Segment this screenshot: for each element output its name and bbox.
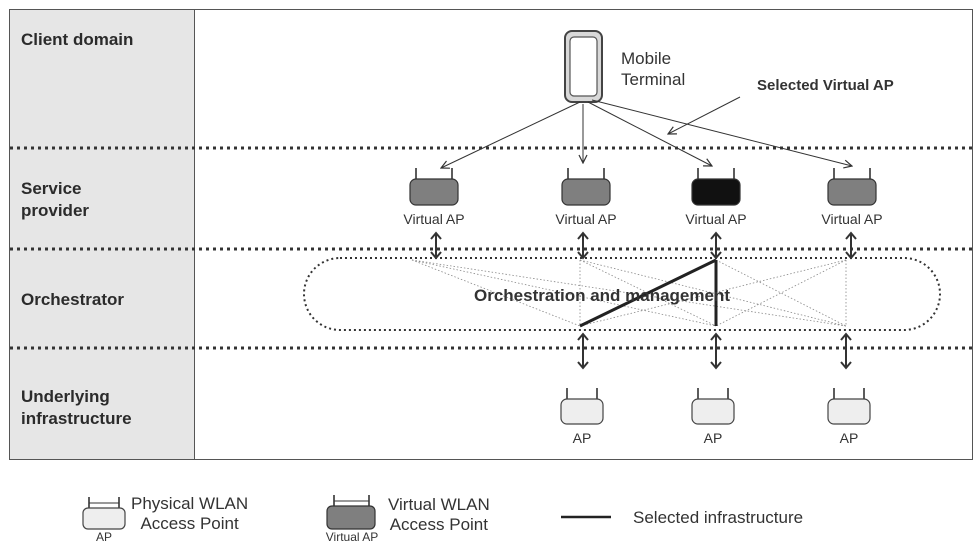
legend-selected-text: Selected infrastructure: [633, 508, 804, 527]
physical-ap-2: [691, 388, 735, 425]
orchestration-label: Orchestration and management: [474, 286, 731, 305]
selected-virtual-ap-callout: Selected Virtual AP: [757, 77, 894, 94]
physical-ap-label: AP: [703, 430, 723, 446]
bidirectional-links: [430, 231, 857, 370]
physical-ap-1: [560, 388, 604, 425]
virtual-ap-1: [409, 168, 459, 206]
legend-virtual-icon-label: Virtual AP: [325, 530, 379, 544]
selected-infrastructure-path: [579, 258, 718, 328]
terminal-connections: [441, 96, 852, 168]
physical-ap-label: AP: [572, 430, 592, 446]
domain-label-client: Client domain: [21, 30, 134, 49]
mobile-terminal-icon: [564, 30, 603, 103]
domain-label-infrastructure: Underlying infrastructure: [21, 387, 132, 428]
physical-ap-3: [827, 388, 871, 425]
virtual-ap-label: Virtual AP: [555, 211, 617, 227]
legend-virtual-text: Virtual WLAN Access Point: [388, 495, 490, 534]
legend-physical-icon-label: AP: [95, 530, 113, 544]
virtual-ap-label: Virtual AP: [403, 211, 465, 227]
legend-physical-ap-icon: [82, 497, 126, 530]
domain-label-service-provider: Service provider: [21, 179, 90, 220]
virtual-ap-label: Virtual AP: [821, 211, 883, 227]
diagram-frame: [9, 9, 973, 460]
domain-separators: [10, 146, 972, 350]
virtual-ap-2: [561, 168, 611, 206]
legend-physical-text: Physical WLAN Access Point: [131, 494, 249, 533]
physical-ap-label: AP: [839, 430, 859, 446]
connection-arrow: [587, 101, 712, 166]
virtual-ap-3-selected: [691, 168, 741, 206]
connection-arrow: [591, 99, 852, 166]
connection-arrow: [441, 101, 581, 168]
domain-label-orchestrator: Orchestrator: [21, 290, 124, 309]
virtual-ap-label: Virtual AP: [685, 211, 747, 227]
legend-virtual-ap-icon: [326, 495, 376, 530]
domain-sidebar: [9, 9, 195, 460]
virtual-ap-4: [827, 168, 877, 206]
orchestration-region: [303, 257, 941, 331]
selected-vap-pointer: [668, 96, 741, 134]
mobile-terminal-label: Mobile Terminal: [621, 49, 686, 89]
